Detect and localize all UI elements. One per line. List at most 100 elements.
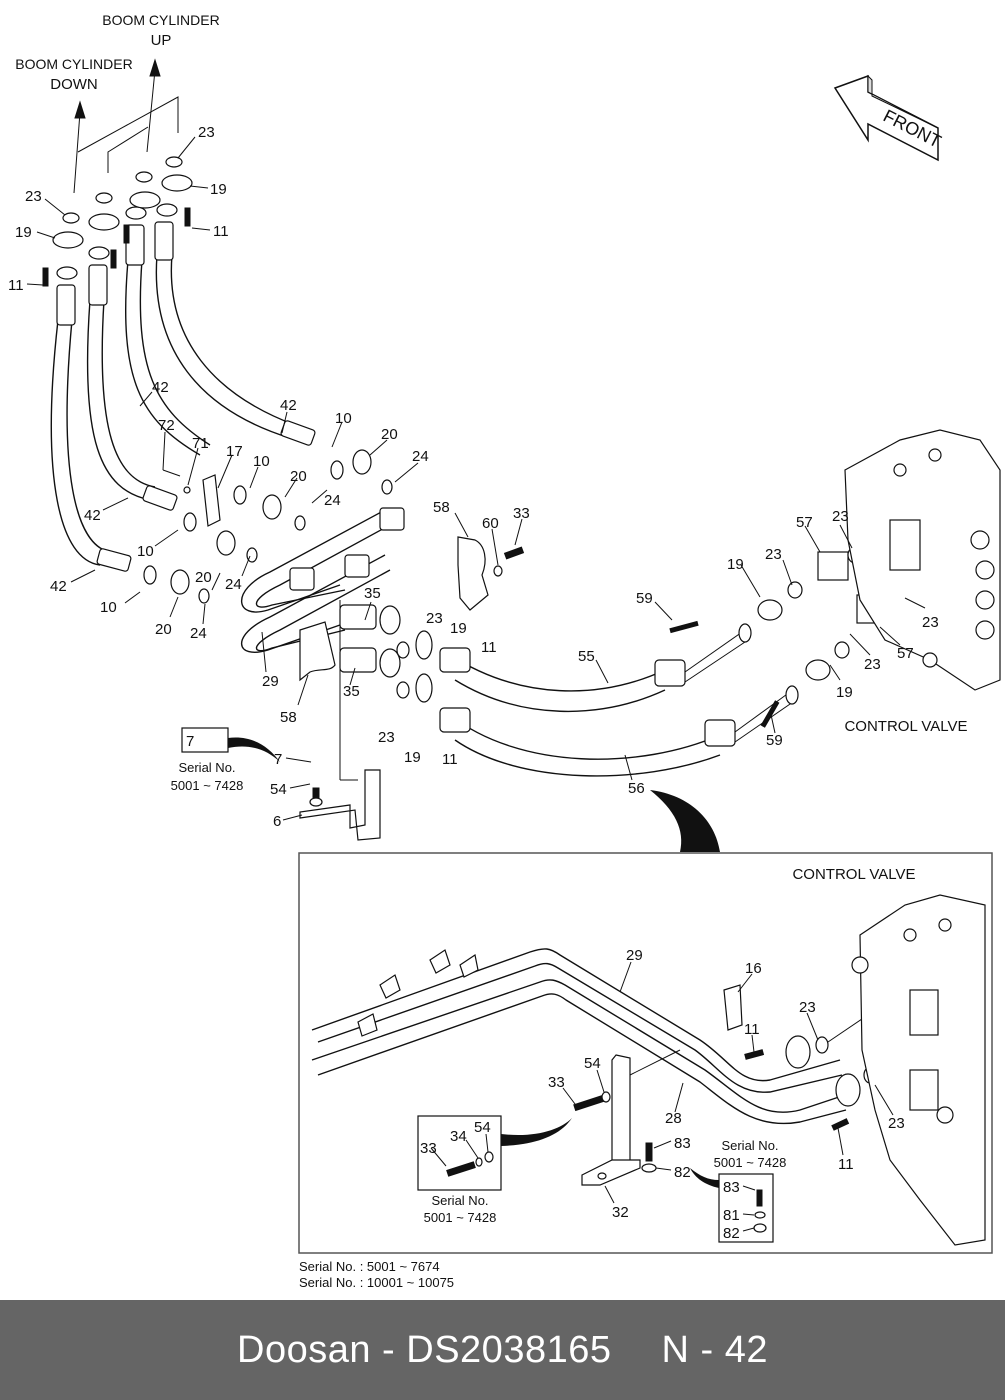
callout: 60 — [482, 515, 499, 532]
callout: 83 — [674, 1135, 691, 1152]
control-valve-main — [844, 429, 1001, 691]
callout: 82 — [674, 1164, 691, 1181]
callout: 23 — [832, 508, 849, 525]
detail-83-serial-range: 5001 ~ 7428 — [714, 1155, 787, 1170]
applicability-note-1: Serial No. : 5001 ~ 7674 — [299, 1259, 440, 1274]
inset-bracket-32 — [581, 1049, 681, 1186]
bracket-6 — [299, 600, 381, 841]
callouts-inset: 29 16 11 23 23 11 54 33 28 83 82 32 33 3… — [420, 947, 905, 1242]
callout: 19 — [15, 224, 32, 241]
callout: 23 — [922, 614, 939, 631]
callout: 24 — [225, 576, 242, 593]
boom-up-label-line2: UP — [151, 32, 172, 49]
callout: 28 — [665, 1110, 682, 1127]
callout: 58 — [433, 499, 450, 516]
callout: 42 — [152, 379, 169, 396]
inset-pipe-group — [311, 948, 847, 1125]
callout: 32 — [612, 1204, 629, 1221]
callout: 10 — [100, 599, 117, 616]
callout: 81 — [723, 1207, 740, 1224]
detail-7-serial-label: Serial No. — [178, 760, 235, 775]
callout: 19 — [210, 181, 227, 198]
pipe-29-group — [241, 507, 405, 653]
callout: 20 — [195, 569, 212, 586]
callout: 23 — [864, 656, 881, 673]
inset-clamp-16 — [723, 984, 743, 1031]
detail-33-serial-range: 5001 ~ 7428 — [424, 1210, 497, 1225]
pipe-35-fittings — [339, 604, 433, 703]
callout: 7 — [186, 733, 194, 750]
callout: 54 — [584, 1055, 601, 1072]
detail-33-serial-label: Serial No. — [431, 1193, 488, 1208]
callout: 10 — [137, 543, 154, 560]
bolts-top — [42, 207, 191, 287]
callout: 42 — [50, 578, 67, 595]
callout: 82 — [723, 1225, 740, 1242]
boom-down-label-line2: DOWN — [50, 76, 98, 93]
callout: 83 — [723, 1179, 740, 1196]
applicability-note-2: Serial No. : 10001 ~ 10075 — [299, 1275, 454, 1290]
callout: 59 — [636, 590, 653, 607]
callout: 57 — [796, 514, 813, 531]
callout: 55 — [578, 648, 595, 665]
callout: 23 — [799, 999, 816, 1016]
detail-7-serial-range: 5001 ~ 7428 — [171, 778, 244, 793]
callout: 17 — [226, 443, 243, 460]
footer-part-number: Doosan - DS2038165 — [237, 1328, 612, 1371]
leader-lines-main — [26, 136, 926, 821]
callout: 23 — [888, 1115, 905, 1132]
callout: 42 — [280, 397, 297, 414]
callout: 10 — [253, 453, 270, 470]
front-direction-arrow: FRONT — [833, 74, 944, 162]
boom-up-arrow — [146, 58, 161, 153]
clamp-58-lower — [299, 621, 336, 682]
clamp-58-upper — [457, 536, 525, 611]
hose-fittings-top — [56, 203, 178, 326]
boom-down-label-line1: BOOM CYLINDER — [15, 56, 132, 72]
callout: 34 — [450, 1128, 467, 1145]
callout: 19 — [727, 556, 744, 573]
callout: 57 — [897, 645, 914, 662]
boom-leader-lines — [77, 96, 179, 173]
inset-control-valve — [851, 894, 986, 1246]
hose-ends-lower — [96, 420, 393, 604]
callout: 11 — [8, 277, 24, 294]
callout: 42 — [84, 507, 101, 524]
callout: 19 — [404, 749, 421, 766]
callout: 33 — [548, 1074, 565, 1091]
callout: 20 — [155, 621, 172, 638]
callout: 20 — [290, 468, 307, 485]
callout: 29 — [626, 947, 643, 964]
callout: 29 — [262, 673, 279, 690]
callout: 19 — [450, 620, 467, 637]
detail-bolt-33-box — [417, 1115, 572, 1191]
footer-bar: Doosan - DS2038165 N - 42 — [0, 1300, 1005, 1400]
callout: 23 — [426, 610, 443, 627]
callout: 59 — [766, 732, 783, 749]
hose-55-56-group — [439, 546, 908, 777]
callout: 35 — [343, 683, 360, 700]
callout: 33 — [513, 505, 530, 522]
callout: 6 — [273, 813, 281, 830]
callout: 23 — [378, 729, 395, 746]
split-flanges-top — [52, 156, 193, 249]
boom-down-arrow — [73, 100, 86, 194]
callout: 20 — [381, 426, 398, 443]
callout: 11 — [442, 751, 458, 768]
callout: 11 — [744, 1021, 760, 1038]
leader-lines-inset — [430, 961, 894, 1232]
detail-bolt-7 — [181, 727, 280, 762]
callout: 19 — [836, 684, 853, 701]
hose-42-group — [50, 254, 296, 566]
callouts-main: 23 19 11 23 19 11 42 42 42 42 72 71 17 1… — [8, 124, 939, 830]
parts-diagram: BOOM CYLINDER UP BOOM CYLINDER DOWN FRON… — [8, 12, 1001, 1290]
callout: 33 — [420, 1140, 437, 1157]
inset-bolt-33 — [573, 1091, 611, 1112]
callout: 11 — [213, 223, 229, 240]
control-valve-label: CONTROL VALVE — [844, 718, 967, 735]
callout: 56 — [628, 780, 645, 797]
callout: 54 — [474, 1119, 491, 1136]
callout: 23 — [25, 188, 42, 205]
inset-control-valve-label: CONTROL VALVE — [792, 866, 915, 883]
callout: 24 — [412, 448, 429, 465]
